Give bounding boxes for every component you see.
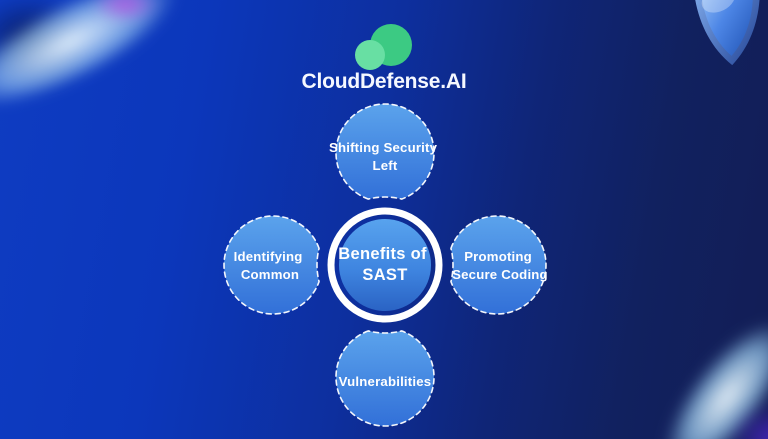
node-bubble-bottom (335, 330, 435, 427)
shield-gloss (701, 0, 736, 13)
node-bubble-right (450, 215, 547, 315)
center-ring (327, 207, 443, 323)
node-label-left: Identifying Common (234, 249, 307, 282)
center-circle (339, 219, 431, 311)
node-bubble-left (223, 215, 320, 315)
shield-icon (693, 0, 760, 66)
center-label: Benefits of SAST (338, 245, 431, 284)
node-bubble-top (335, 103, 435, 200)
brand-name: CloudDefense.AI (301, 70, 467, 93)
node-label-right: Promoting Secure Coding (452, 249, 548, 282)
brand-logo: CloudDefense.AI (0, 24, 768, 94)
cloud-circle-small (355, 40, 385, 70)
node-label-top: Shifting Security Left (329, 140, 441, 173)
node-label-bottom: Vulnerabilities (339, 374, 432, 389)
shield-face (700, 0, 753, 56)
cloud-circles-icon (355, 24, 412, 70)
